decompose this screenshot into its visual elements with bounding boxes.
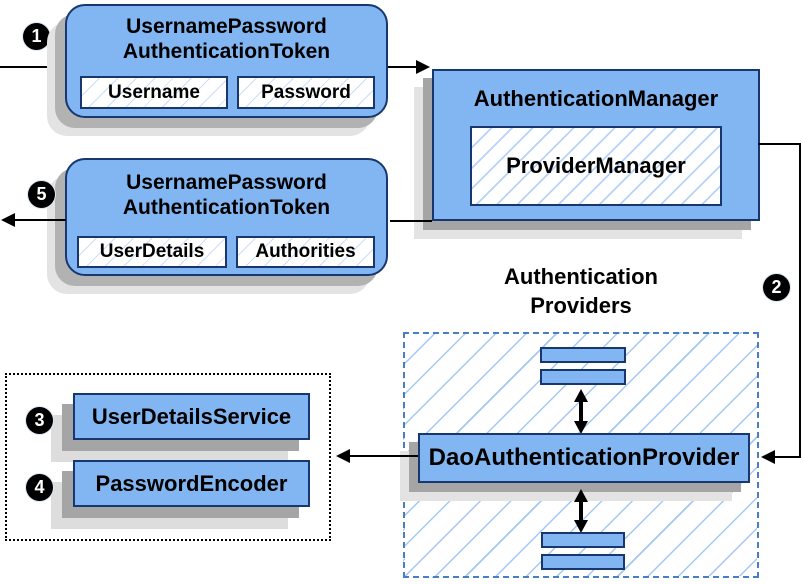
incoming-request-line xyxy=(0,66,65,68)
step-5-number: 5 xyxy=(36,184,47,204)
step-2-badge: 2 xyxy=(763,274,790,301)
provider-stack-top-bar-2 xyxy=(540,369,626,385)
request-token-title-line1: UsernamePassword xyxy=(126,15,327,38)
response-outgoing-arrowhead-icon xyxy=(1,213,15,227)
userdetails-field-box: UserDetails xyxy=(77,236,227,268)
manager-to-response-line xyxy=(390,220,432,222)
double-arrow-down-icon xyxy=(574,421,588,434)
double-arrow-up-icon xyxy=(574,489,588,502)
dao-to-beans-line xyxy=(348,455,418,457)
request-token-title-line2: AuthenticationToken xyxy=(122,40,331,63)
dao-authentication-provider-box: DaoAuthenticationProvider xyxy=(418,433,750,483)
response-outgoing-line xyxy=(13,219,66,221)
step-4-badge: 4 xyxy=(26,474,53,501)
step-4-number: 4 xyxy=(34,477,45,497)
double-arrow-stem xyxy=(579,500,583,522)
authentication-providers-label: Authentication Providers xyxy=(445,262,717,320)
double-arrow-up-icon xyxy=(574,389,588,402)
password-encoder-box: PasswordEncoder xyxy=(73,460,310,507)
step-3-number: 3 xyxy=(34,410,45,430)
step-2-number: 2 xyxy=(771,277,782,297)
authentication-providers-label-line2: Providers xyxy=(530,293,632,318)
step-1-badge: 1 xyxy=(23,23,50,50)
request-to-manager-line xyxy=(388,66,417,68)
request-token-title: UsernamePassword AuthenticationToken xyxy=(123,14,330,64)
response-token-title: UsernamePassword AuthenticationToken xyxy=(123,170,330,220)
dao-to-beans-arrowhead-icon xyxy=(336,449,350,463)
manager-to-dao-line-vertical xyxy=(799,143,801,458)
step-1-number: 1 xyxy=(31,26,42,46)
manager-to-dao-line-top xyxy=(758,143,801,145)
response-token-title-line1: UsernamePassword xyxy=(126,171,327,194)
request-to-manager-arrowhead-icon xyxy=(416,60,430,74)
password-encoder-label: PasswordEncoder xyxy=(95,470,288,496)
step-3-badge: 3 xyxy=(26,407,53,434)
user-details-service-label: UserDetailsService xyxy=(91,403,292,429)
provider-stack-bottom-bar-1 xyxy=(541,532,625,548)
userdetails-field-label: UserDetails xyxy=(99,241,205,262)
double-arrow-down-icon xyxy=(574,520,588,533)
provider-stack-bottom-bar-2 xyxy=(541,554,625,570)
response-token-title-line2: AuthenticationToken xyxy=(122,196,331,219)
user-details-service-box: UserDetailsService xyxy=(73,393,310,440)
manager-to-dao-arrowhead-icon xyxy=(761,450,775,464)
beans-container-box xyxy=(5,373,331,541)
double-arrow-stem xyxy=(579,400,583,423)
username-field-box: Username xyxy=(80,76,228,109)
dao-authentication-provider-label: DaoAuthenticationProvider xyxy=(428,444,740,471)
authorities-field-label: Authorities xyxy=(255,241,356,262)
manager-to-dao-line-bottom xyxy=(774,456,801,458)
authentication-providers-label-line1: Authentication xyxy=(504,264,658,289)
step-5-badge: 5 xyxy=(28,181,55,208)
provider-manager-label: ProviderManager xyxy=(506,153,686,178)
password-field-box: Password xyxy=(237,76,375,109)
provider-stack-top-bar-1 xyxy=(540,347,626,363)
username-field-label: Username xyxy=(108,81,200,103)
password-field-label: Password xyxy=(261,81,351,103)
authentication-manager-title: AuthenticationManager xyxy=(473,86,719,111)
provider-manager-box: ProviderManager xyxy=(470,126,722,206)
authorities-field-box: Authorities xyxy=(236,236,375,268)
